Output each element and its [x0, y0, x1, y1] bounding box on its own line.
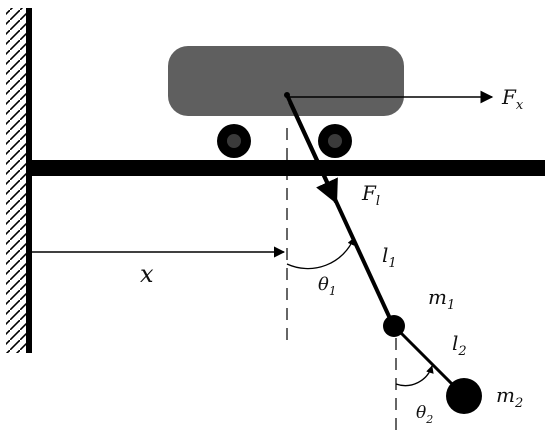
cart-body [168, 46, 404, 116]
length-2-label: l2 [452, 331, 467, 359]
length-1-label: l1 [382, 243, 397, 271]
cart-wheel-left [217, 124, 251, 158]
force-x-label: Fx [501, 85, 524, 113]
angle-2-label: θ2 [416, 403, 433, 426]
cart-wheel-right [318, 124, 352, 158]
mass-2 [446, 378, 482, 414]
wall-surface [26, 8, 32, 353]
force-l-label: Fl [361, 181, 380, 209]
force-l-arrow [288, 101, 338, 205]
wall-hatching [6, 8, 28, 353]
wall [6, 8, 32, 353]
angle-2-arc [395, 365, 434, 387]
angle-1-label: θ1 [318, 274, 336, 298]
mass-2-label: m2 [496, 383, 523, 411]
position-x-label: x [140, 260, 154, 288]
mass-1-label: m1 [428, 285, 455, 313]
angle-1-arc [286, 237, 355, 270]
